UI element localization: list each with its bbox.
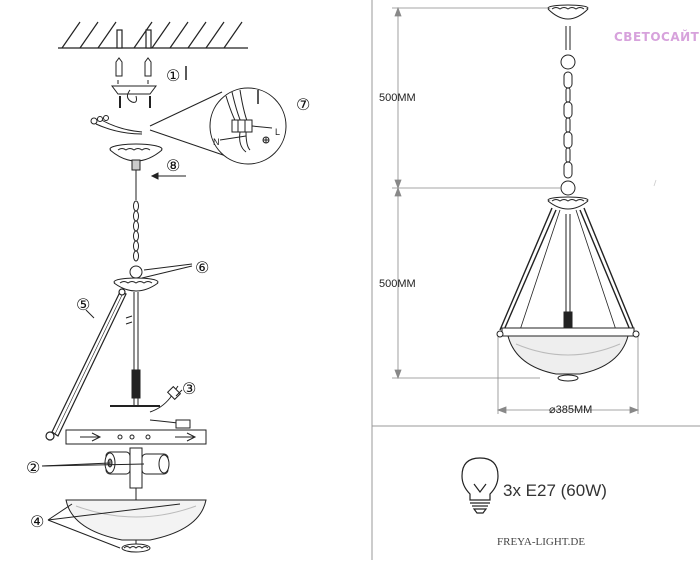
callout-4: ④ bbox=[30, 512, 45, 531]
wire-label-neutral: N bbox=[213, 137, 220, 147]
dimension-top: 500MM bbox=[379, 92, 416, 104]
detail-leader bbox=[149, 91, 227, 157]
right-canopy bbox=[547, 4, 589, 70]
upper-hub bbox=[113, 277, 159, 406]
terminal-detail bbox=[209, 87, 287, 165]
ceiling-canopy bbox=[109, 143, 163, 200]
right-hub bbox=[547, 196, 589, 331]
brand-watermark: СВЕТОСАЙТ bbox=[614, 30, 700, 44]
right-chain bbox=[560, 71, 576, 196]
callout-6: ⑥ bbox=[195, 258, 210, 277]
callout-1: ① bbox=[166, 66, 181, 85]
anchors-and-screws bbox=[111, 57, 187, 108]
lamp-ring bbox=[65, 385, 207, 445]
website-label: FREYA-LIGHT.DE bbox=[497, 536, 586, 548]
wire-label-live: L bbox=[275, 127, 281, 137]
callout-leaders bbox=[41, 309, 183, 549]
callout-8: ⑧ bbox=[166, 156, 181, 175]
mains-wires bbox=[90, 115, 143, 135]
lamp-spec: 3x E27 (60W) bbox=[503, 481, 607, 500]
dimension-lines bbox=[392, 6, 657, 414]
callout-5: ⑤ bbox=[76, 295, 91, 314]
glass-bowl bbox=[65, 499, 207, 553]
panel-borders bbox=[371, 0, 700, 560]
callout-3: ③ bbox=[182, 379, 197, 398]
sockets bbox=[104, 447, 170, 552]
callout-2: ② bbox=[26, 458, 41, 477]
dimension-diameter: ⌀385MM bbox=[549, 404, 593, 416]
left-chain bbox=[129, 200, 193, 279]
arrow-eight bbox=[150, 172, 186, 180]
support-arm bbox=[45, 288, 127, 441]
right-bowl bbox=[496, 327, 640, 382]
dimension-bottom: 500MM bbox=[379, 278, 416, 290]
bulb-icon bbox=[461, 457, 499, 514]
right-arms bbox=[499, 207, 635, 331]
ceiling bbox=[58, 21, 248, 49]
callout-7: ⑦ bbox=[296, 95, 311, 114]
